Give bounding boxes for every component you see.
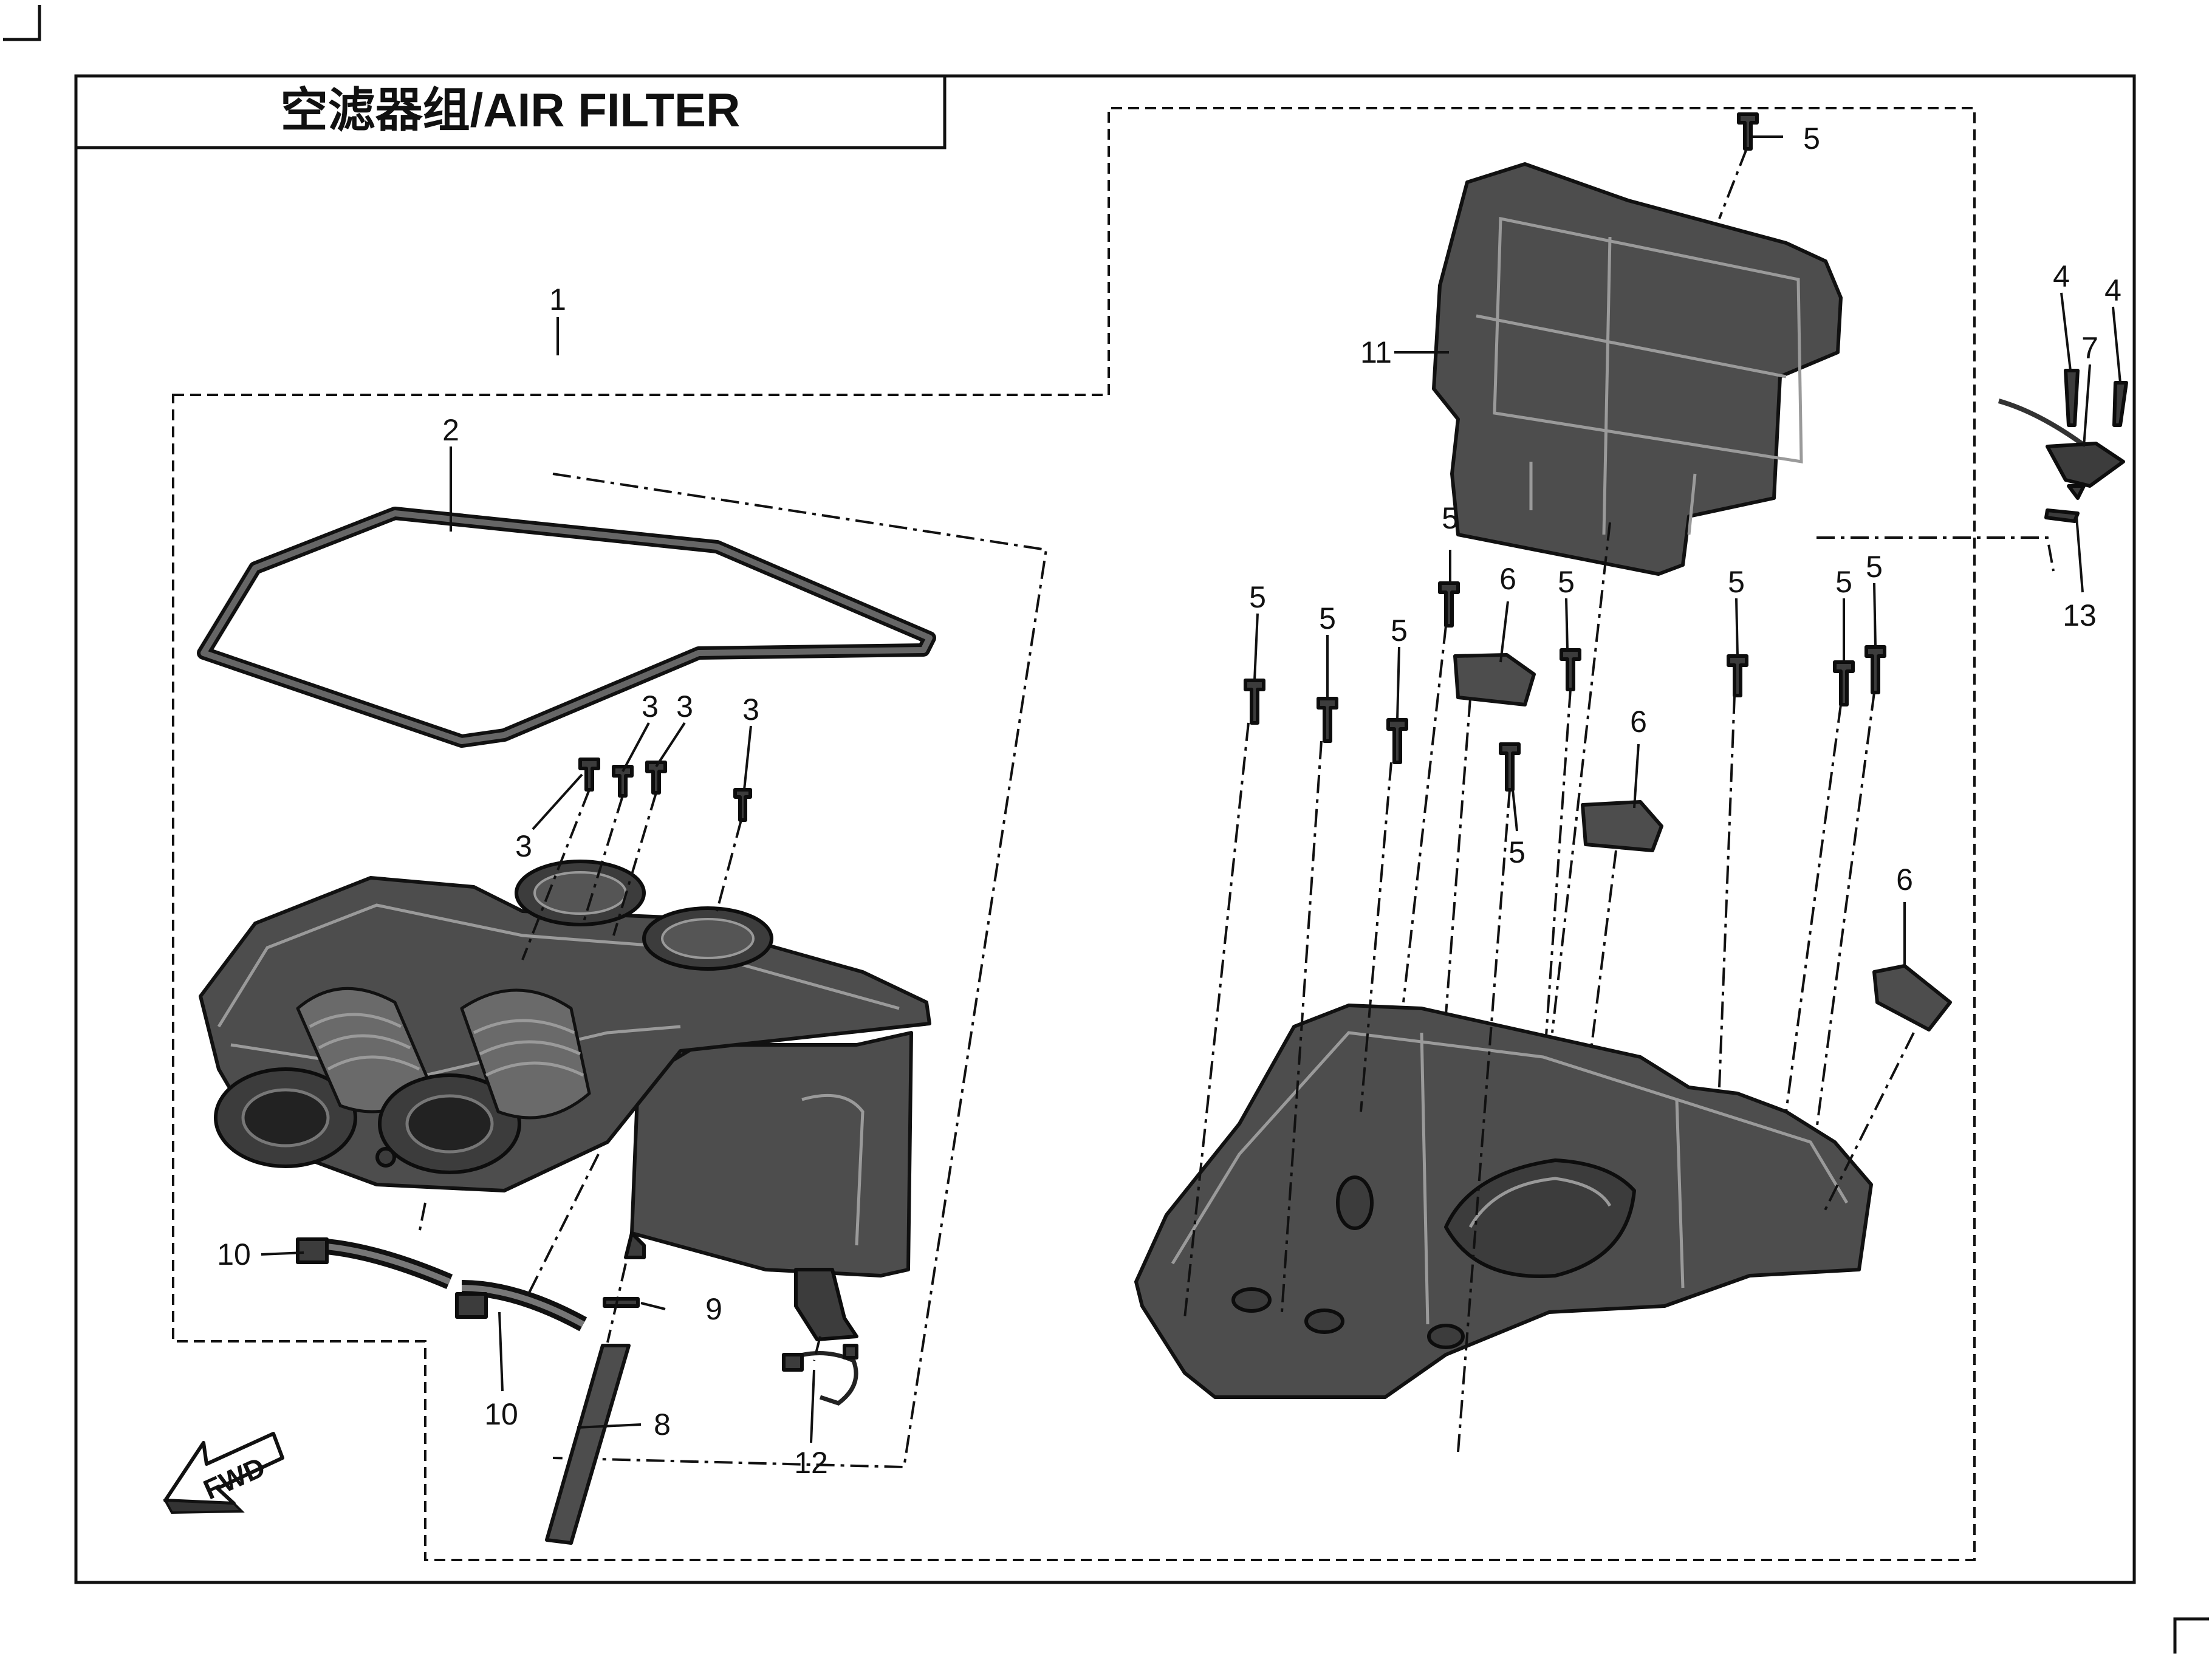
- part-12-hose-clamp: [782, 1344, 858, 1406]
- callout-11: 11: [1360, 335, 1392, 369]
- callout-3b: 3: [642, 689, 659, 723]
- callout-5e: 5: [1442, 501, 1459, 535]
- callout-5c: 5: [1319, 601, 1336, 635]
- callout-12: 12: [794, 1446, 828, 1480]
- callout-6c: 6: [1896, 863, 1913, 897]
- part-6-damper-c: [1872, 964, 1952, 1031]
- title-box: 空滤器组/AIR FILTER: [74, 74, 947, 149]
- callout-3a: 3: [515, 829, 532, 863]
- outer-border: [74, 74, 2136, 1584]
- velocity-stack-left: [214, 987, 433, 1168]
- velocity-stack-right: [378, 988, 591, 1174]
- part-4-screw-a: [2064, 369, 2080, 427]
- assembly-1-outline: [172, 107, 1976, 1561]
- crop-mark-bottom-right: [2173, 1617, 2209, 1654]
- callout-10a: 10: [217, 1237, 251, 1271]
- callout-leaders: [261, 135, 2121, 1443]
- part-4-screw-b: [2112, 381, 2128, 427]
- part-6-damper-a: [1453, 653, 1536, 706]
- callout-5j: 5: [1866, 550, 1883, 584]
- callout-13: 13: [2063, 598, 2097, 632]
- callout-5i: 5: [1835, 565, 1852, 599]
- callout-6a: 6: [1499, 562, 1516, 596]
- part-6-damper-b: [1581, 800, 1663, 852]
- part-5-screws: [1244, 112, 1886, 792]
- callout-3c: 3: [676, 689, 693, 723]
- part-8-drain-hose: [545, 1344, 631, 1545]
- callout-5d: 5: [1391, 614, 1408, 648]
- callout-1: 1: [549, 282, 566, 316]
- part-2-seal-gasket: [197, 507, 936, 748]
- callout-5g: 5: [1508, 835, 1525, 869]
- crop-mark-top-left: [3, 5, 41, 41]
- callout-labels: 1 2 3 3 3 3 4 4 5 5 5 5 5 5 5 5 5 5 6 6 …: [217, 121, 2121, 1480]
- part-13-washer: [2044, 508, 2080, 523]
- part-10-clamp-upper: [296, 1237, 453, 1289]
- callout-9: 9: [705, 1292, 722, 1326]
- intake-ring-right: [642, 906, 773, 971]
- lower-air-box: [199, 860, 931, 1341]
- part-3-screws: [578, 758, 752, 822]
- intake-ring-left: [515, 860, 646, 926]
- drain-elbow: [794, 1268, 858, 1341]
- callout-7: 7: [2081, 331, 2098, 365]
- callout-4b: 4: [2104, 273, 2121, 307]
- part-9-clip: [603, 1297, 640, 1308]
- title-frame: [74, 74, 947, 149]
- callout-8: 8: [654, 1408, 671, 1442]
- callout-5b: 5: [1249, 580, 1266, 614]
- callout-5h: 5: [1728, 565, 1745, 599]
- part-7-sensor: [1998, 399, 2125, 500]
- callout-2: 2: [442, 413, 459, 447]
- callout-10b: 10: [484, 1397, 518, 1431]
- page-title: 空滤器组/AIR FILTER: [281, 83, 741, 137]
- callout-5f: 5: [1558, 565, 1575, 599]
- fwd-arrow: FWD: [163, 1432, 284, 1514]
- assembly-leaders: [418, 148, 1915, 1452]
- lower-tank: [630, 1031, 913, 1278]
- callout-3d: 3: [742, 693, 759, 727]
- callout-6b: 6: [1630, 705, 1647, 739]
- callout-5a: 5: [1803, 121, 1820, 156]
- callout-4a: 4: [2053, 259, 2070, 293]
- part-11-filter-element: [1432, 162, 1843, 576]
- part-10-clamp-lower: [455, 1280, 587, 1332]
- sensor-group-outline: [1817, 536, 2055, 572]
- lower-case-group-outline: [552, 473, 1048, 1469]
- upper-cover: [1134, 1004, 1873, 1399]
